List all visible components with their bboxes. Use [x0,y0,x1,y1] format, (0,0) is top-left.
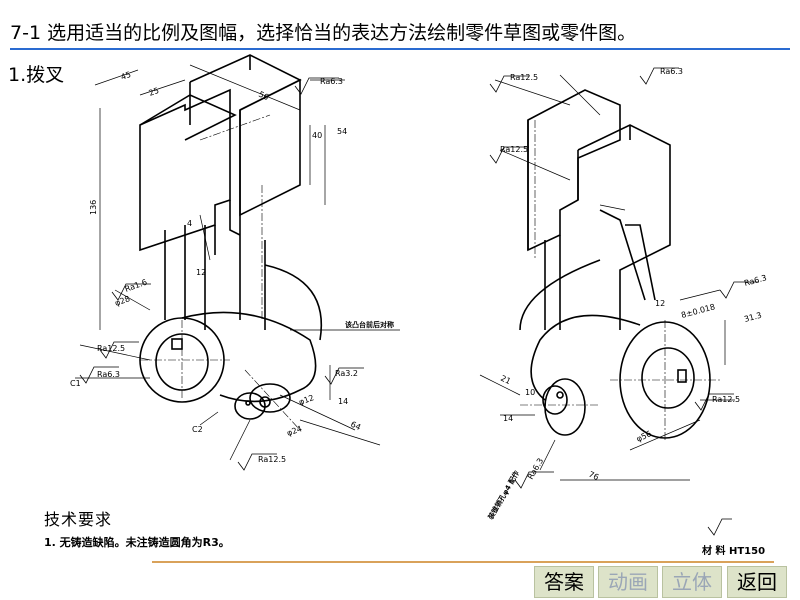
roughness-label: Ra1.6 [124,278,149,294]
dim-12b: 12 [655,299,665,308]
roughness-label: Ra3.2 [335,369,358,378]
chamfer-c1: C1 [70,379,81,388]
roughness-label: Ra6.3 [97,370,120,379]
dim-24: φ24 [286,424,304,438]
dim-40: 40 [312,131,322,140]
right-isometric-view [519,89,720,440]
roughness-label: Ra12.5 [510,73,538,82]
dim-136: 136 [89,200,98,215]
bottom-divider [152,561,774,563]
dim-25: 25 [148,86,161,98]
tech-requirement-item: 1. 无铸造缺陷。未注铸造圆角为R3。 [44,536,230,549]
dim-64: 64 [349,420,362,432]
roughness-label: Ra12.5 [500,145,528,154]
back-button[interactable]: 返回 [727,566,787,598]
dim-14b: 14 [503,414,513,423]
dim-12a: 12 [196,268,206,277]
dim-56: 56 [257,90,270,102]
dim-21: 21 [499,374,512,386]
note-taper-pin: 装锥销孔φ4 配作 [485,469,521,522]
note-symmetric-boss: 该凸台前后对称 [345,320,394,329]
dim-14: 14 [338,397,348,406]
part-subtitle: 1.拨叉 [8,64,65,86]
left-dimensions [75,64,400,461]
page-title: 7-1 选用适当的比例及图幅，选择恰当的表达方法绘制零件草图或零件图。 [10,18,790,50]
roughness-label: Ra6.3 [743,273,768,288]
dim-8: 8±0.018 [680,302,716,320]
roughness-label: Ra6.3 [526,457,545,481]
dim-76: 76 [587,470,600,482]
solid-view-button[interactable]: 立体 [662,566,722,598]
dim-45: 45 [120,70,133,82]
dim-28: φ28 [114,294,132,308]
dim-54: 54 [337,127,347,136]
roughness-label: Ra6.3 [320,77,343,86]
answer-button[interactable]: 答案 [534,566,594,598]
roughness-label: Ra12.5 [97,344,125,353]
dim-10: 10 [525,388,535,397]
dim-31: 31.3 [743,311,763,324]
roughness-label: Ra12.5 [712,395,740,404]
tech-requirements-title: 技术要求 [44,510,113,529]
dim-4: 4 [187,219,192,228]
roughness-label: Ra6.3 [660,67,683,76]
right-dimensions [479,74,735,481]
chamfer-c2: C2 [192,425,203,434]
animation-button[interactable]: 动画 [598,566,658,598]
material-label: 材 料 HT150 [702,546,766,557]
dim-12h: φ12 [298,393,316,407]
left-isometric-view [139,54,322,431]
roughness-symbols [79,67,759,536]
roughness-label: Ra12.5 [258,455,286,464]
